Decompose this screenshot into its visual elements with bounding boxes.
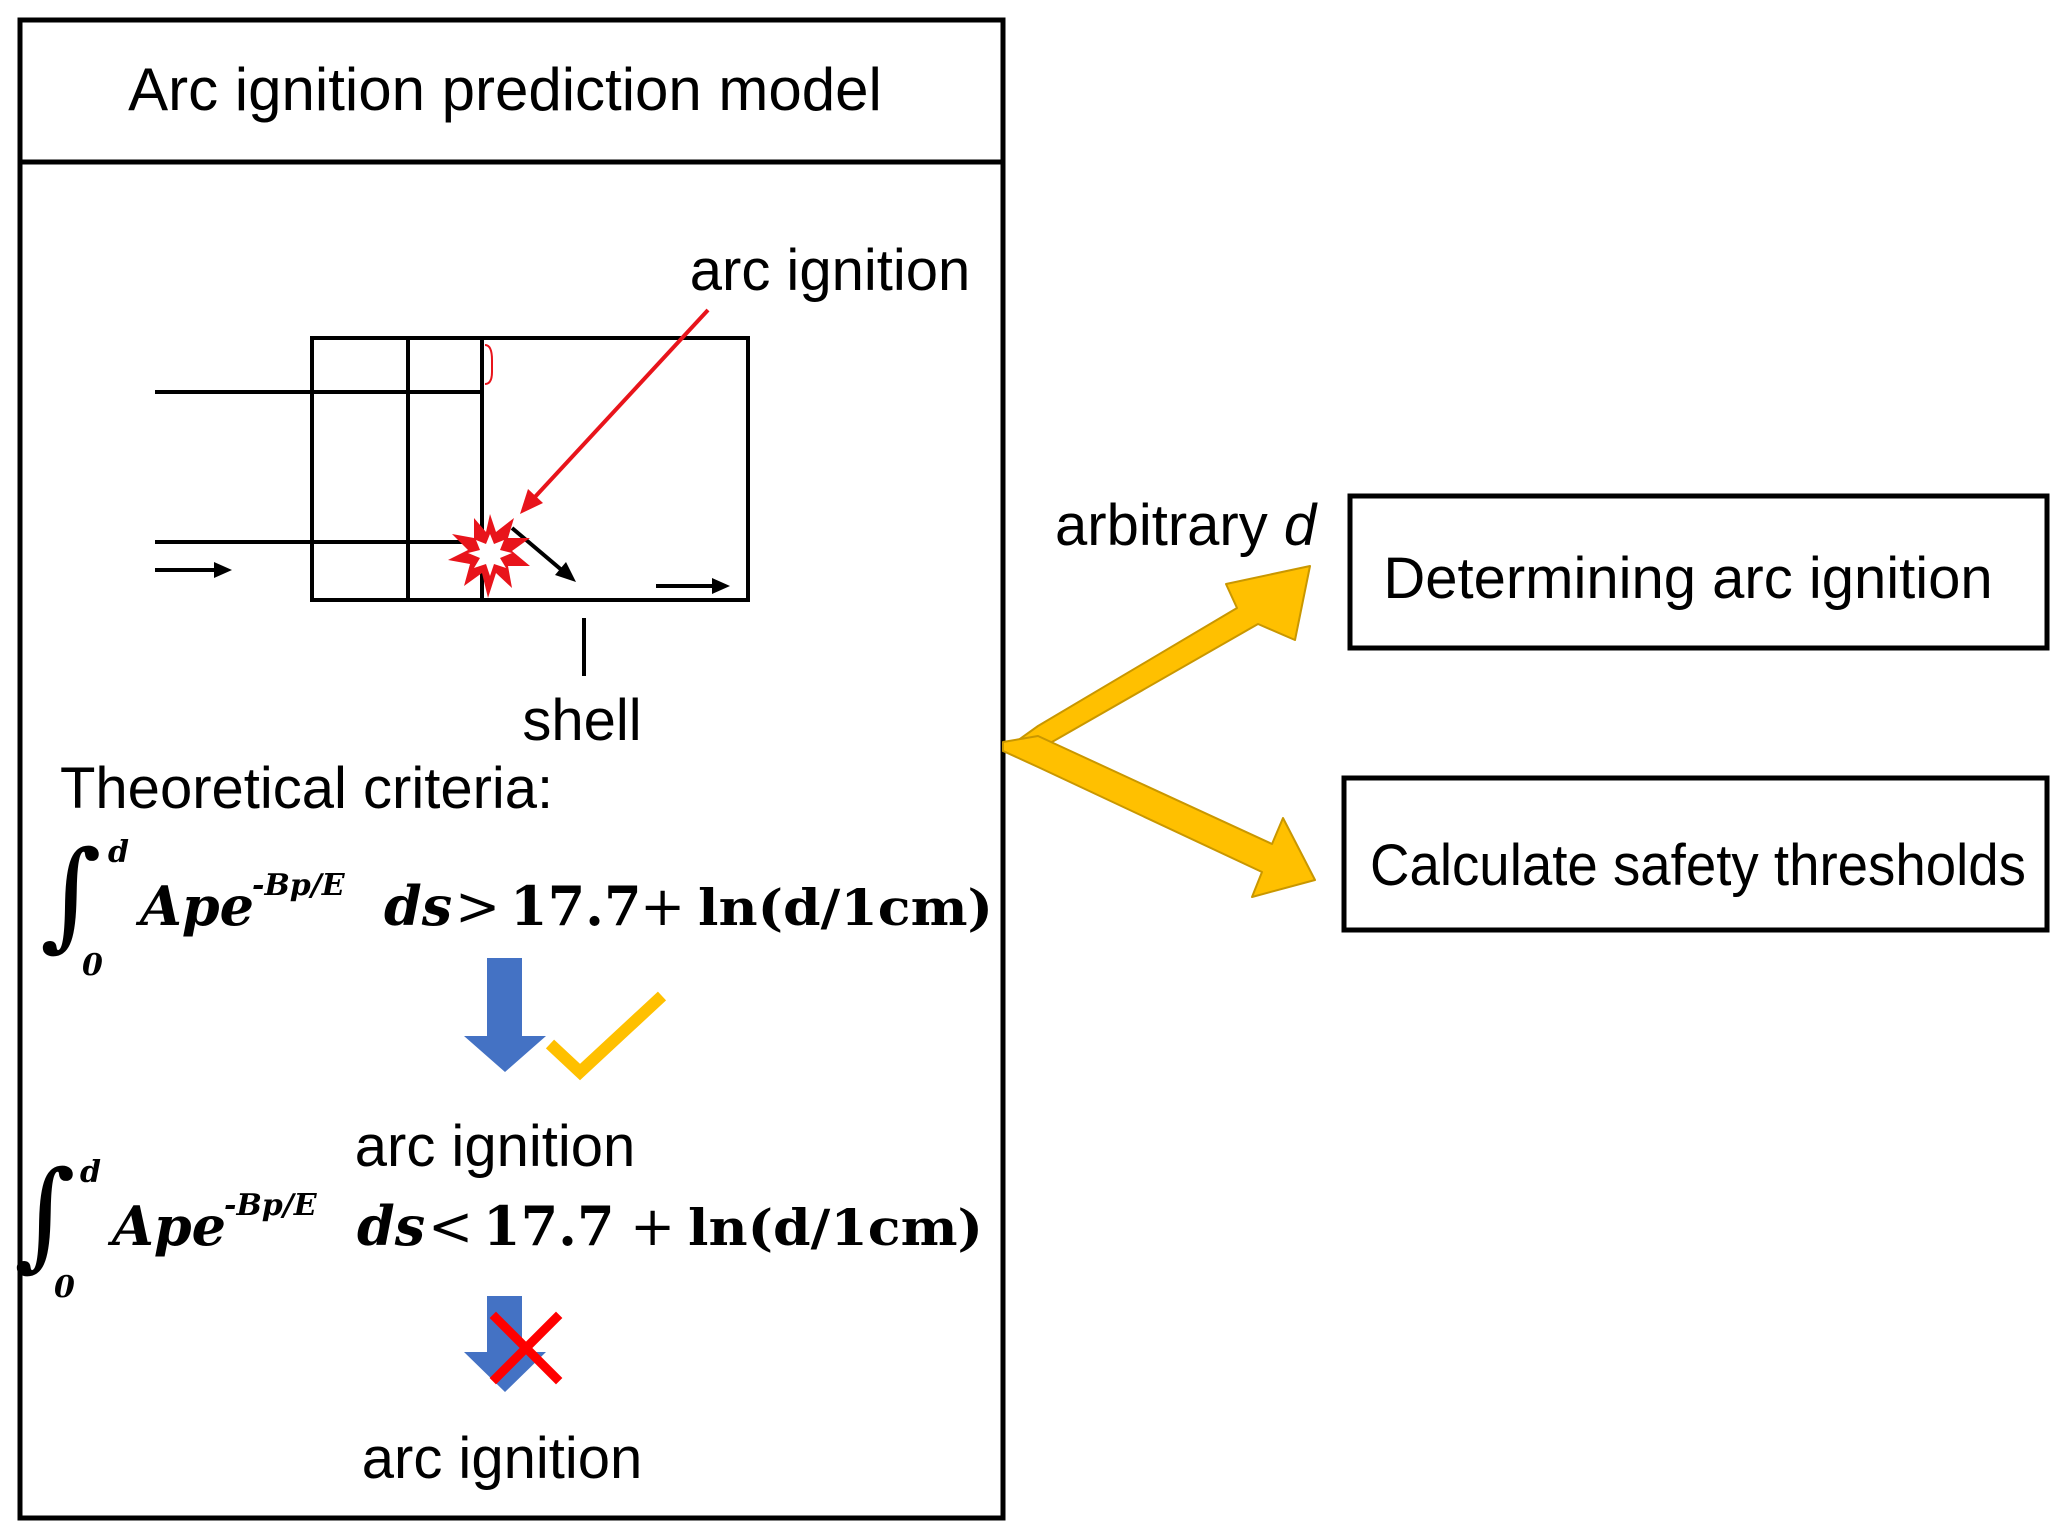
log-term: ln(d/1cm): [698, 878, 993, 937]
cross-icon: [489, 1311, 563, 1385]
integrand: Ape: [107, 1194, 226, 1258]
ignition-inequality: ∫ d 0 Ape -Bp/E ds > 17.7 + ln(d/1cm): [40, 825, 993, 983]
outcome-box-threshold: [1341, 775, 2050, 933]
integral-sign: ∫: [40, 825, 101, 963]
no-result-down-arrow: [464, 1296, 546, 1392]
model-panel: [17, 159, 1006, 1521]
criteria-heading: Theoretical criteria:: [60, 756, 553, 821]
constant: 17.7: [483, 1194, 615, 1258]
branch-label: arbitrary d: [1055, 493, 1318, 558]
no-ignition-result-label: arc ignition: [362, 1426, 642, 1491]
check-icon: [545, 991, 667, 1081]
panel-title: Arc ignition prediction model: [128, 56, 882, 123]
relation-symbol: <: [428, 1195, 473, 1258]
upper-limit: d: [108, 835, 129, 870]
title-box: [17, 17, 1006, 165]
lower-limit: 0: [82, 948, 103, 983]
gap-bracket: [484, 344, 493, 385]
upper-limit: d: [80, 1155, 101, 1190]
differential: ds: [357, 1194, 425, 1258]
shell-housing: [310, 336, 750, 602]
arc-direction-arrow: [510, 526, 576, 582]
integrand: Ape: [135, 874, 254, 938]
constant: 17.7: [510, 874, 642, 938]
log-term: ln(d/1cm): [688, 1198, 983, 1257]
lower-limit: 0: [54, 1270, 75, 1305]
exponent: -Bp/E: [252, 868, 346, 903]
branch-label-text: arbitrary: [1055, 493, 1284, 558]
differential: ds: [384, 874, 452, 938]
exponent: -Bp/E: [224, 1188, 318, 1223]
outcome-box-determine: [1347, 493, 2050, 651]
ignition-result-label: arc ignition: [355, 1114, 635, 1179]
branch-arrow-lower: [1002, 735, 1316, 898]
relation-symbol: >: [455, 875, 500, 938]
spark-icon: [448, 514, 530, 598]
spark-inner: [468, 534, 512, 576]
branch-arrow-upper: [1002, 565, 1311, 752]
shell-label: shell: [522, 688, 641, 753]
outcome-label-threshold: Calculate safety thresholds: [1370, 833, 2026, 898]
callout-arrow: [520, 308, 710, 514]
current-arrow-in: [155, 562, 232, 578]
upper-conductor: [155, 390, 484, 540]
arc-ignition-callout-label: arc ignition: [690, 238, 970, 303]
device-schematic: [155, 336, 750, 602]
result-down-arrow: [464, 958, 546, 1072]
outcome-label-determine: Determining arc ignition: [1383, 546, 1992, 611]
branch-label-variable: d: [1284, 493, 1318, 558]
plus-sign: +: [630, 1195, 675, 1258]
current-arrow-out: [656, 578, 730, 594]
integral-sign: ∫: [14, 1145, 75, 1283]
no-ignition-inequality: ∫ d 0 Ape -Bp/E ds < 17.7 + ln(d/1cm): [14, 1145, 983, 1305]
plus-sign: +: [640, 875, 685, 938]
